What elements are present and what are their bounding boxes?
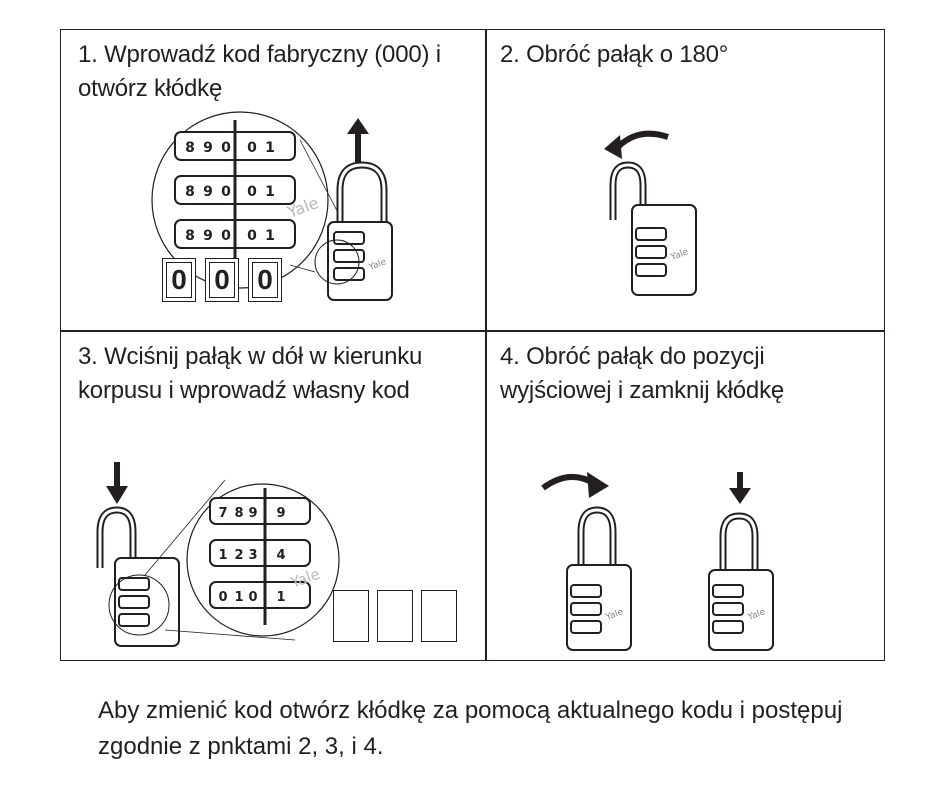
arrow-up-icon	[347, 118, 369, 162]
svg-text:3: 3	[248, 548, 257, 563]
svg-text:0: 0	[247, 228, 257, 244]
svg-text:1: 1	[265, 184, 275, 200]
svg-text:8: 8	[185, 140, 195, 156]
step-2-text: 2. Obróć pałąk o 180°	[500, 41, 729, 68]
code-digit-3-value: 0	[252, 262, 278, 298]
arrow-down-icon-4	[729, 472, 751, 504]
svg-text:7: 7	[218, 506, 227, 521]
svg-text:0: 0	[221, 184, 231, 200]
rotate-back-arrow-icon	[541, 472, 609, 498]
svg-text:1: 1	[276, 590, 285, 605]
padlock-closed-icon	[708, 512, 774, 651]
footer-note: Aby zmienić kod otwórz kłódkę za pomocą …	[98, 697, 843, 760]
step-4-illustration: Yale Yale	[541, 472, 774, 651]
code-digit-2-value: 0	[209, 262, 235, 298]
padlock-closing-icon	[566, 506, 632, 651]
code-digit-1: 0	[162, 258, 196, 302]
svg-text:0: 0	[248, 590, 257, 605]
svg-text:1: 1	[218, 548, 227, 563]
svg-text:9: 9	[203, 228, 213, 244]
svg-text:8: 8	[185, 228, 195, 244]
grid-divider-horizontal	[60, 330, 885, 332]
svg-text:9: 9	[276, 506, 285, 521]
code-digit-3: 0	[248, 258, 282, 302]
new-code-digit-2	[377, 590, 413, 642]
new-code-digit-3	[421, 590, 457, 642]
arrow-down-icon	[106, 462, 128, 504]
svg-text:9: 9	[248, 506, 257, 521]
svg-text:4: 4	[276, 548, 285, 563]
step-4-text: 4. Obróć pałąk do pozycji wyjściowej i z…	[500, 343, 785, 404]
svg-text:9: 9	[203, 140, 213, 156]
svg-text:0: 0	[247, 140, 257, 156]
svg-text:8: 8	[185, 184, 195, 200]
svg-text:0: 0	[221, 228, 231, 244]
svg-text:0: 0	[218, 590, 227, 605]
padlock-pressed-icon	[96, 506, 180, 647]
svg-text:1: 1	[234, 590, 243, 605]
svg-text:1: 1	[265, 228, 275, 244]
rotate-arrow-icon	[604, 130, 669, 159]
instruction-grid	[60, 29, 885, 661]
zoomed-dials	[174, 120, 296, 280]
step-2-illustration: Yale	[604, 130, 697, 296]
padlock-rotated-icon	[609, 161, 697, 296]
zoomed-dials-3	[209, 488, 311, 625]
svg-text:2: 2	[234, 548, 243, 563]
svg-text:8: 8	[234, 506, 243, 521]
step-3-text: 3. Wciśnij pałąk w dół w kierunku korpus…	[78, 343, 423, 404]
svg-text:1: 1	[265, 140, 275, 156]
code-digit-2: 0	[205, 258, 239, 302]
svg-text:0: 0	[247, 184, 257, 200]
code-digit-1-value: 0	[166, 262, 192, 298]
svg-text:9: 9	[203, 184, 213, 200]
padlock-open-icon	[314, 161, 393, 301]
grid-divider-vertical	[485, 29, 487, 661]
step-1-text: 1. Wprowadź kod fabryczny (000) i otwórz…	[78, 41, 441, 102]
new-code-digit-1	[333, 590, 369, 642]
svg-text:0: 0	[221, 140, 231, 156]
